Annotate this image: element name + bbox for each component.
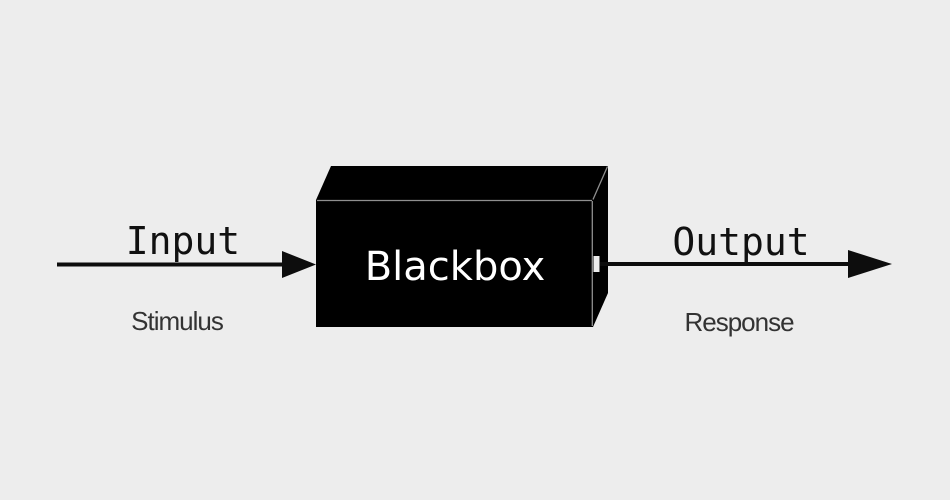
input-sublabel: Stimulus xyxy=(131,306,224,336)
output-arrowhead-icon xyxy=(848,250,892,278)
box-right-face xyxy=(593,166,608,327)
output-label: Output xyxy=(672,220,809,264)
output-arrow xyxy=(593,250,892,278)
blackbox-label: Blackbox xyxy=(365,244,546,290)
output-connector-gap xyxy=(593,256,600,272)
output-sublabel: Response xyxy=(684,307,794,337)
input-label: Input xyxy=(126,219,240,263)
box-top-face xyxy=(316,166,608,200)
blackbox-3d-box xyxy=(316,166,609,327)
input-arrowhead-icon xyxy=(282,251,316,278)
box-front-face xyxy=(316,200,593,327)
input-arrow xyxy=(57,251,316,278)
box-edge-corner xyxy=(592,166,609,200)
